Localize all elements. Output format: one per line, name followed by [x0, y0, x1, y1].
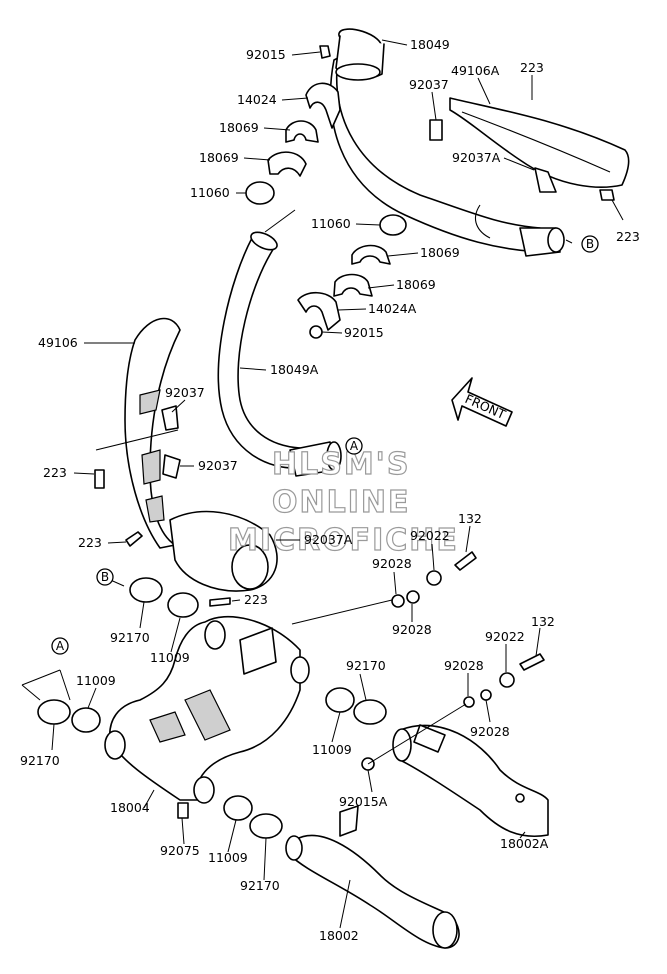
part-label: 18069 [199, 150, 239, 165]
part-label: 92170 [20, 753, 60, 768]
ref-circle-b-upper [581, 235, 599, 253]
part-label: 18049A [270, 362, 319, 377]
front-arrow: FRONT [451, 377, 513, 427]
ref-circles: A B B A [51, 235, 599, 655]
part-label: 92028 [444, 658, 484, 673]
part-label: 223 [616, 229, 640, 244]
watermark-line-2: ONLINE [272, 485, 411, 520]
part-label: 18069 [396, 277, 436, 292]
part-label: 14024A [368, 301, 417, 316]
part-label: 14024 [237, 92, 277, 107]
ref-circle-a-lower [51, 637, 69, 655]
part-label: 18069 [420, 245, 460, 260]
muffler-18002 [285, 805, 460, 949]
shield-49106A [429, 97, 630, 201]
part-label: 11009 [150, 650, 190, 665]
ref-label-b-lower: B [101, 570, 109, 584]
part-label: 92022 [410, 528, 450, 543]
part-label: 92170 [240, 878, 280, 893]
leader-lines [21, 39, 624, 929]
part-label: 223 [78, 535, 102, 550]
part-label: 92037 [165, 385, 205, 400]
ref-label-b-upper: B [586, 237, 594, 251]
part-label: 11009 [208, 850, 248, 865]
clamps-gaskets [37, 577, 387, 839]
part-label: 92170 [346, 658, 386, 673]
part-label: 92015A [339, 794, 388, 809]
front-arrow-label: FRONT [463, 391, 508, 422]
muffler-18002A [392, 724, 549, 837]
part-label: 92170 [110, 630, 150, 645]
part-label: 92015 [246, 47, 286, 62]
part-label: 92037A [304, 532, 353, 547]
pipe-18049A [217, 209, 342, 477]
pipe-18049 [329, 28, 565, 257]
part-label: 92037 [409, 77, 449, 92]
part-label: 92075 [160, 843, 200, 858]
hardware-right [361, 551, 545, 771]
part-label: 223 [43, 465, 67, 480]
watermark: HLSM'S ONLINE MICROFICHE [227, 446, 459, 558]
part-label: 49106A [451, 63, 500, 78]
bolts-left [94, 469, 231, 607]
clamp-group-middle [297, 214, 407, 339]
ref-circle-b-lower [96, 568, 114, 586]
part-label: 18004 [110, 800, 150, 815]
part-label: 92037 [198, 458, 238, 473]
part-label: 92037A [452, 150, 501, 165]
watermark-line-1: HLSM'S [272, 447, 410, 482]
part-label: 92015 [344, 325, 384, 340]
part-label: 223 [244, 592, 268, 607]
part-label: 18002 [319, 928, 359, 943]
part-label: 18049 [410, 37, 450, 52]
ref-label-a-lower: A [56, 639, 65, 653]
watermark-line-3: MICROFICHE [228, 523, 459, 558]
part-label: 11009 [312, 742, 352, 757]
callout-labels: 92015 18049 49106A 223 92037 14024 18069… [20, 37, 640, 943]
part-label: 49106 [38, 335, 78, 350]
ref-label-a-upper: A [350, 439, 359, 453]
part-label: 11060 [311, 216, 351, 231]
part-label: 11060 [190, 185, 230, 200]
part-label: 11009 [76, 673, 116, 688]
part-label: 92022 [485, 629, 525, 644]
ref-circle-a-upper [345, 437, 363, 455]
part-label: 18002A [500, 836, 549, 851]
part-label: 223 [520, 60, 544, 75]
part-label: 132 [458, 511, 482, 526]
part-label: 92028 [372, 556, 412, 571]
part-label: 132 [531, 614, 555, 629]
part-label: 92028 [470, 724, 510, 739]
collector-18004 [104, 615, 310, 819]
part-label: 92028 [392, 622, 432, 637]
clamp-group-upper [245, 45, 341, 205]
shield-49106 [124, 317, 278, 592]
part-label: 18069 [219, 120, 259, 135]
